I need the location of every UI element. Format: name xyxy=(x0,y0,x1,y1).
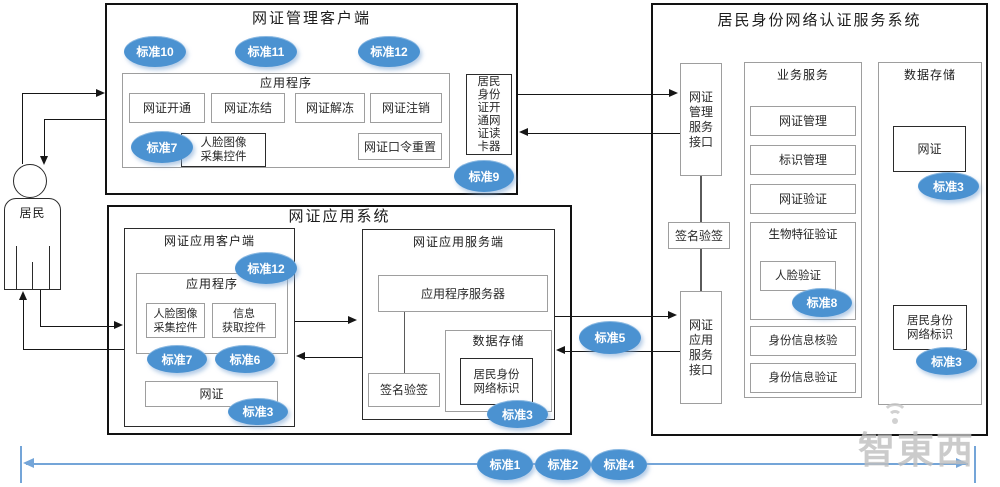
arrowhead-mgmt-to-resident xyxy=(39,156,48,165)
resident-arm-right xyxy=(48,246,50,290)
badge-s6: 标准6 xyxy=(215,345,275,373)
node-id-info-check: 身份信息核验 xyxy=(750,326,856,356)
arrowhead-resident-to-mgmt xyxy=(96,88,105,97)
resident-label: 居民 xyxy=(19,206,46,220)
badge-s7-client: 标准7 xyxy=(147,345,207,373)
node-stored-cert: 网证 xyxy=(893,126,966,172)
node-cert-unfreeze: 网证解冻 xyxy=(295,93,365,123)
watermark-signal-arc-inner xyxy=(888,410,902,424)
mgmt-client-title: 网证管理客户端 xyxy=(251,11,371,27)
node-cert-open: 网证开通 xyxy=(129,93,205,123)
arrow-resident-to-app-v xyxy=(39,290,41,326)
face-capture-line2: 采集控件 xyxy=(200,151,247,163)
node-cert-app-interface: 网证 应用 服务 接口 xyxy=(680,291,722,404)
node-face-verify: 人脸验证 xyxy=(760,261,836,291)
arrow-app-to-resident-v xyxy=(22,299,24,349)
node-cert-verify: 网证验证 xyxy=(750,184,856,214)
span-arrow-tick-left xyxy=(19,446,22,483)
auth-datastore-title: 数据存储 xyxy=(903,68,956,82)
badge-s4: 标准4 xyxy=(591,449,647,480)
node-sign-verify: 签名验签 xyxy=(368,373,440,407)
arrowhead-resident-to-app xyxy=(114,321,123,329)
resident-arm-left xyxy=(16,246,18,290)
connector-mgmtif-sign xyxy=(700,176,702,222)
arrow-resident-to-mgmt-h xyxy=(21,92,97,94)
app-client-title: 网证应用客户端 xyxy=(163,234,255,248)
biometric-title: 生物特征验证 xyxy=(768,229,838,241)
badge-s8: 标准8 xyxy=(792,288,852,317)
node-id-info-verify: 身份信息验证 xyxy=(750,363,856,393)
app-client-program-title: 应用程序 xyxy=(185,277,238,291)
badge-s7-top: 标准7 xyxy=(131,131,193,163)
node-stored-network-id: 居民身份 网络标识 xyxy=(893,305,967,350)
badge-s11: 标准11 xyxy=(235,36,297,67)
resident-head xyxy=(13,164,47,198)
arrowhead-auth-to-mgmt xyxy=(519,128,528,136)
arrow-server-to-client xyxy=(305,356,362,358)
node-cert-cancel: 网证注销 xyxy=(370,93,442,123)
app-system-title: 网证应用系统 xyxy=(288,209,391,225)
server-datastore-title: 数据存储 xyxy=(472,334,525,348)
arrow-auth-to-mgmt xyxy=(528,132,680,134)
node-password-reset: 网证口令重置 xyxy=(358,133,442,160)
badge-s5: 标准5 xyxy=(579,321,641,354)
arrow-app-to-resident-h xyxy=(22,348,124,350)
node-face-capture-control-2: 人脸图像 采集控件 xyxy=(146,303,205,338)
arrowhead-auth-to-server xyxy=(556,346,565,354)
mgmt-app-title: 应用程序 xyxy=(259,76,312,90)
node-resident-network-id: 居民身份 网络标识 xyxy=(460,358,533,405)
business-services-title: 业务服务 xyxy=(776,68,829,82)
arrow-resident-to-app-h xyxy=(39,325,115,327)
arrowhead-server-to-client xyxy=(296,352,305,360)
badge-s3-serverid: 标准3 xyxy=(487,400,548,428)
connector-appserver-sign xyxy=(403,312,405,373)
node-app-server: 应用程序服务器 xyxy=(378,275,548,312)
span-arrowhead-right xyxy=(956,458,967,468)
arrowhead-server-to-auth xyxy=(668,311,677,319)
badge-s9: 标准9 xyxy=(454,160,514,192)
node-id-mgmt: 标识管理 xyxy=(750,145,856,175)
arrow-server-to-auth xyxy=(555,315,669,317)
arrow-resident-to-mgmt-v xyxy=(21,93,23,164)
badge-s12-client: 标准12 xyxy=(235,252,297,284)
node-cert-mgmt: 网证管理 xyxy=(750,106,856,136)
badge-s10: 标准10 xyxy=(124,36,186,67)
resident-leg-split xyxy=(31,262,33,290)
app-server-title: 网证应用服务端 xyxy=(412,235,504,249)
node-cert-mgmt-interface: 网证 管理 服务 接口 xyxy=(680,63,722,176)
badge-s3-storedcert: 标准3 xyxy=(918,172,979,200)
node-info-fetch-control: 信息 获取控件 xyxy=(212,303,276,338)
arrow-mgmt-to-resident-v xyxy=(43,119,45,157)
arrowhead-mgmt-to-auth xyxy=(669,89,678,97)
watermark-signal-arc-outer xyxy=(882,403,908,429)
node-cert-freeze: 网证冻结 xyxy=(211,93,285,123)
node-id-card-reader: 居民 身份 证开 通网 证读 卡器 xyxy=(466,74,512,155)
badge-s2: 标准2 xyxy=(535,449,591,480)
badge-s3-clientcert: 标准3 xyxy=(228,398,288,425)
watermark-signal-dot xyxy=(892,418,898,424)
span-arrowhead-left xyxy=(23,458,34,468)
arrow-mgmt-to-auth xyxy=(518,93,670,95)
arrowhead-app-to-resident xyxy=(19,291,27,300)
node-sign-verify-2: 签名验签 xyxy=(668,222,730,249)
span-arrow-tick-right xyxy=(973,446,976,483)
badge-s1: 标准1 xyxy=(477,449,533,480)
arrowhead-client-to-server xyxy=(348,316,357,324)
arrow-mgmt-to-resident-h xyxy=(44,118,105,120)
auth-system-title: 居民身份网络认证服务系统 xyxy=(717,13,922,29)
connector-sign-appif xyxy=(700,249,702,291)
face-capture-line1: 人脸图像 xyxy=(200,137,247,149)
node-face-capture-control: 人脸图像 采集控件 xyxy=(181,133,266,167)
badge-s12-top: 标准12 xyxy=(358,36,420,67)
arrow-client-to-server xyxy=(295,320,349,322)
badge-s3-storedid: 标准3 xyxy=(916,347,977,375)
